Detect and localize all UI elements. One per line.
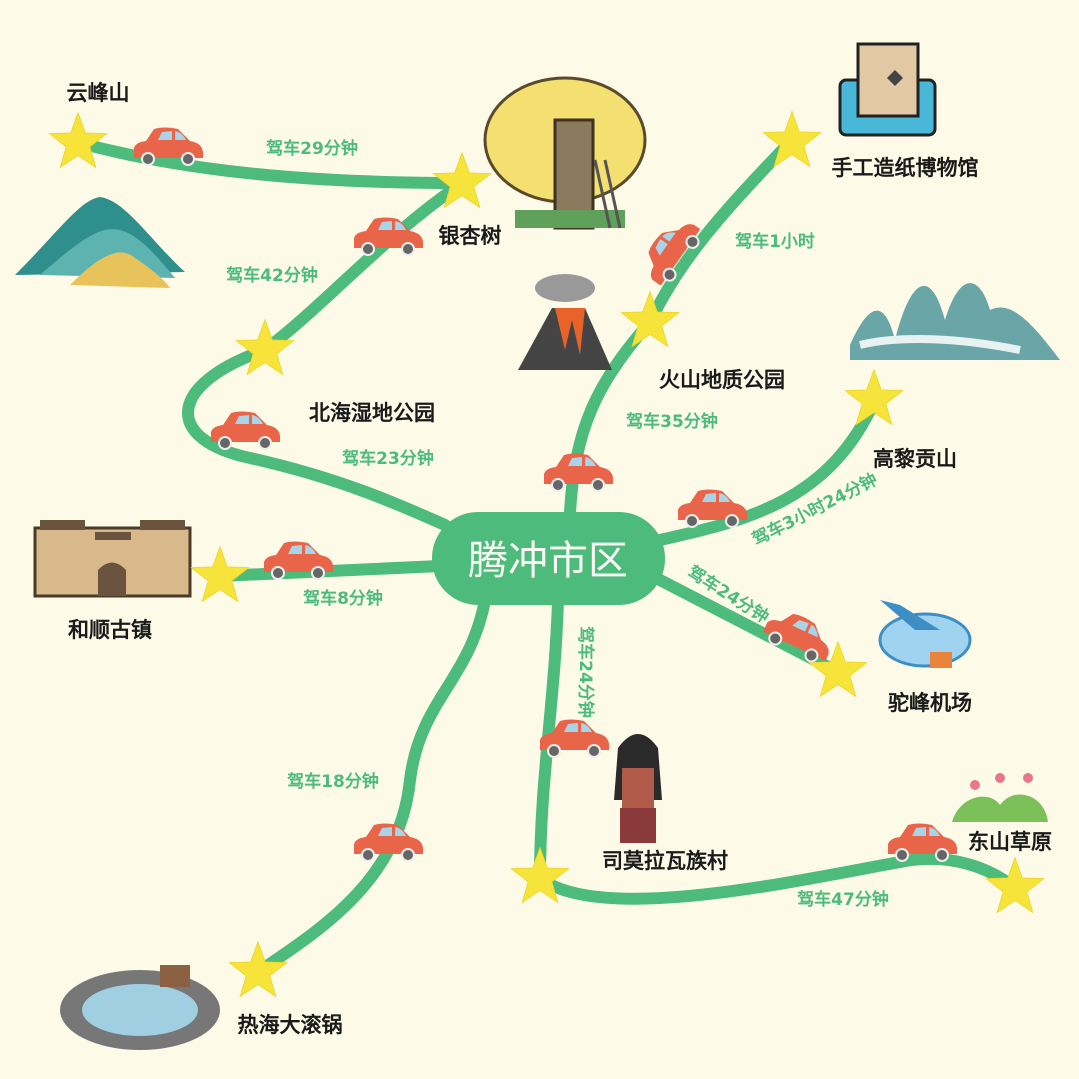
place-heshun[interactable]: 和顺古镇 [68,618,152,642]
place-dongshan[interactable]: 东山草原 [968,830,1052,854]
ginkgo-tree-icon [483,76,647,230]
route-hub-gaoligong [654,394,881,546]
routes [74,136,1021,978]
place-gaoligong[interactable]: 高黎贡山 [873,447,957,471]
time-heshun-hub: 驾车8分钟 [303,588,383,609]
route-hub-rehai [252,594,491,978]
place-yinxing[interactable]: 银杏树 [439,224,502,248]
route-huoshan-zhizhi [644,136,796,328]
place-tuofeng[interactable]: 驼峰机场 [888,691,972,715]
route-yunfeng-yinxing [74,137,468,189]
star-icon[interactable] [228,941,288,997]
place-zhizhi[interactable]: 手工造纸博物馆 [832,156,979,180]
grassland-icon [952,773,1048,822]
route-beihai-hub [182,344,451,531]
route-simo-dongshan [534,853,1021,905]
time-yunfeng-yinxing: 驾车29分钟 [266,138,358,159]
route-yinxing-beihai [259,177,468,356]
time-hub-simo: 驾车24分钟 [575,626,596,718]
place-rehai[interactable]: 热海大滚锅 [238,1013,343,1037]
star-icon[interactable] [190,546,250,602]
place-simo[interactable]: 司莫拉瓦族村 [602,849,728,873]
hub-label: 腾冲市区 [468,538,628,584]
hub-tengchong[interactable]: 腾冲市区 [432,512,665,605]
star-icon[interactable] [844,369,904,425]
time-hub-rehai: 驾车18分钟 [287,771,379,792]
paper-museum-icon [838,42,937,137]
place-labels: 云峰山 银杏树 北海湿地公园 火山地质公园 手工造纸博物馆 高黎贡山 和顺古镇 … [67,81,1053,1037]
karst-peaks-icon [850,283,1060,360]
time-huoshan-zhizhi: 驾车1小时 [735,231,815,252]
wa-girl-icon [614,734,662,843]
time-beihai-hub: 驾车23分钟 [342,448,434,469]
mountain-icon [15,197,185,288]
airplane-icon [878,600,972,668]
star-icon[interactable] [985,857,1045,913]
ancient-town-icon [33,520,192,598]
time-simo-dongshan: 驾车47分钟 [797,889,889,910]
car-icon [543,452,614,492]
place-beihai[interactable]: 北海湿地公园 [309,401,435,425]
car-icon [210,410,281,450]
place-yunfeng[interactable]: 云峰山 [67,81,130,105]
volcano-icon [518,274,612,370]
place-huoshan[interactable]: 火山地质公园 [659,368,785,392]
star-icon[interactable] [48,112,108,168]
time-hub-huoshan: 驾车35分钟 [626,411,718,432]
time-yinxing-beihai: 驾车42分钟 [226,265,318,286]
hot-spring-icon [60,965,220,1050]
